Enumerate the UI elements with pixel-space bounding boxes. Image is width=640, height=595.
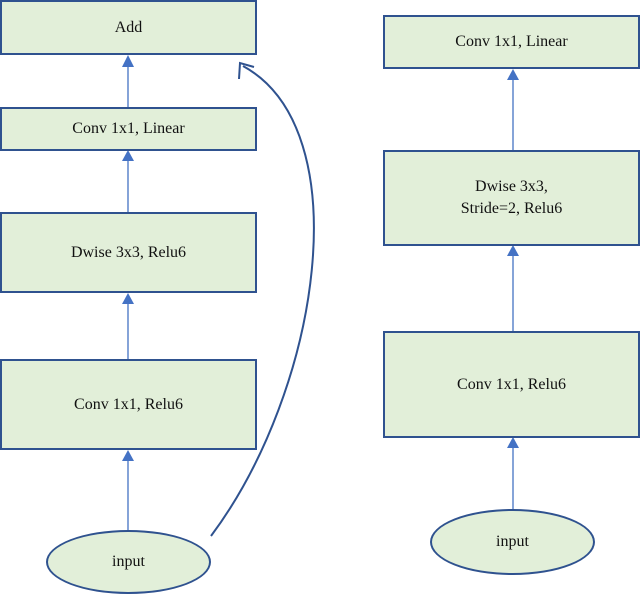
dwise-label: Dwise 3x3, Relu6: [70, 243, 187, 261]
input-label: input: [112, 553, 145, 570]
conv-linear-box: Conv 1x1, Linear: [0, 107, 257, 151]
conv-linear-box-right: Conv 1x1, Linear: [383, 15, 640, 69]
arrowhead: [122, 293, 134, 304]
skip-connection-arrow: [210, 65, 315, 537]
arrowhead: [507, 69, 519, 80]
conv-linear-label: Conv 1x1, Linear: [72, 120, 185, 137]
dwise-label-line2: Stride=2, Relu6: [460, 200, 563, 217]
arrowhead: [122, 150, 134, 161]
conv-relu-label: Conv 1x1, Relu6: [74, 395, 183, 413]
arrowhead: [122, 450, 134, 461]
input-label-right: input: [496, 533, 529, 550]
dwise-label-line1: Dwise 3x3,: [475, 178, 548, 195]
conv-relu-box-right: Conv 1x1, Relu6: [383, 331, 640, 438]
arrowhead: [122, 55, 134, 67]
skip-connection-arrowhead: [238, 61, 255, 80]
add-box: Add: [0, 0, 257, 55]
dwise-box: Dwise 3x3, Relu6: [0, 212, 257, 293]
dwise-stride-box: Dwise 3x3, Stride=2, Relu6: [383, 150, 640, 246]
conv-relu-box: Conv 1x1, Relu6: [0, 359, 257, 450]
input-node: input: [46, 530, 211, 594]
input-node-right: input: [430, 509, 595, 575]
conv-relu-label-right: Conv 1x1, Relu6: [457, 375, 566, 393]
add-label: Add: [114, 18, 143, 36]
conv-linear-label-right: Conv 1x1, Linear: [455, 33, 568, 50]
arrowhead: [507, 245, 519, 256]
arrowhead: [507, 437, 519, 448]
